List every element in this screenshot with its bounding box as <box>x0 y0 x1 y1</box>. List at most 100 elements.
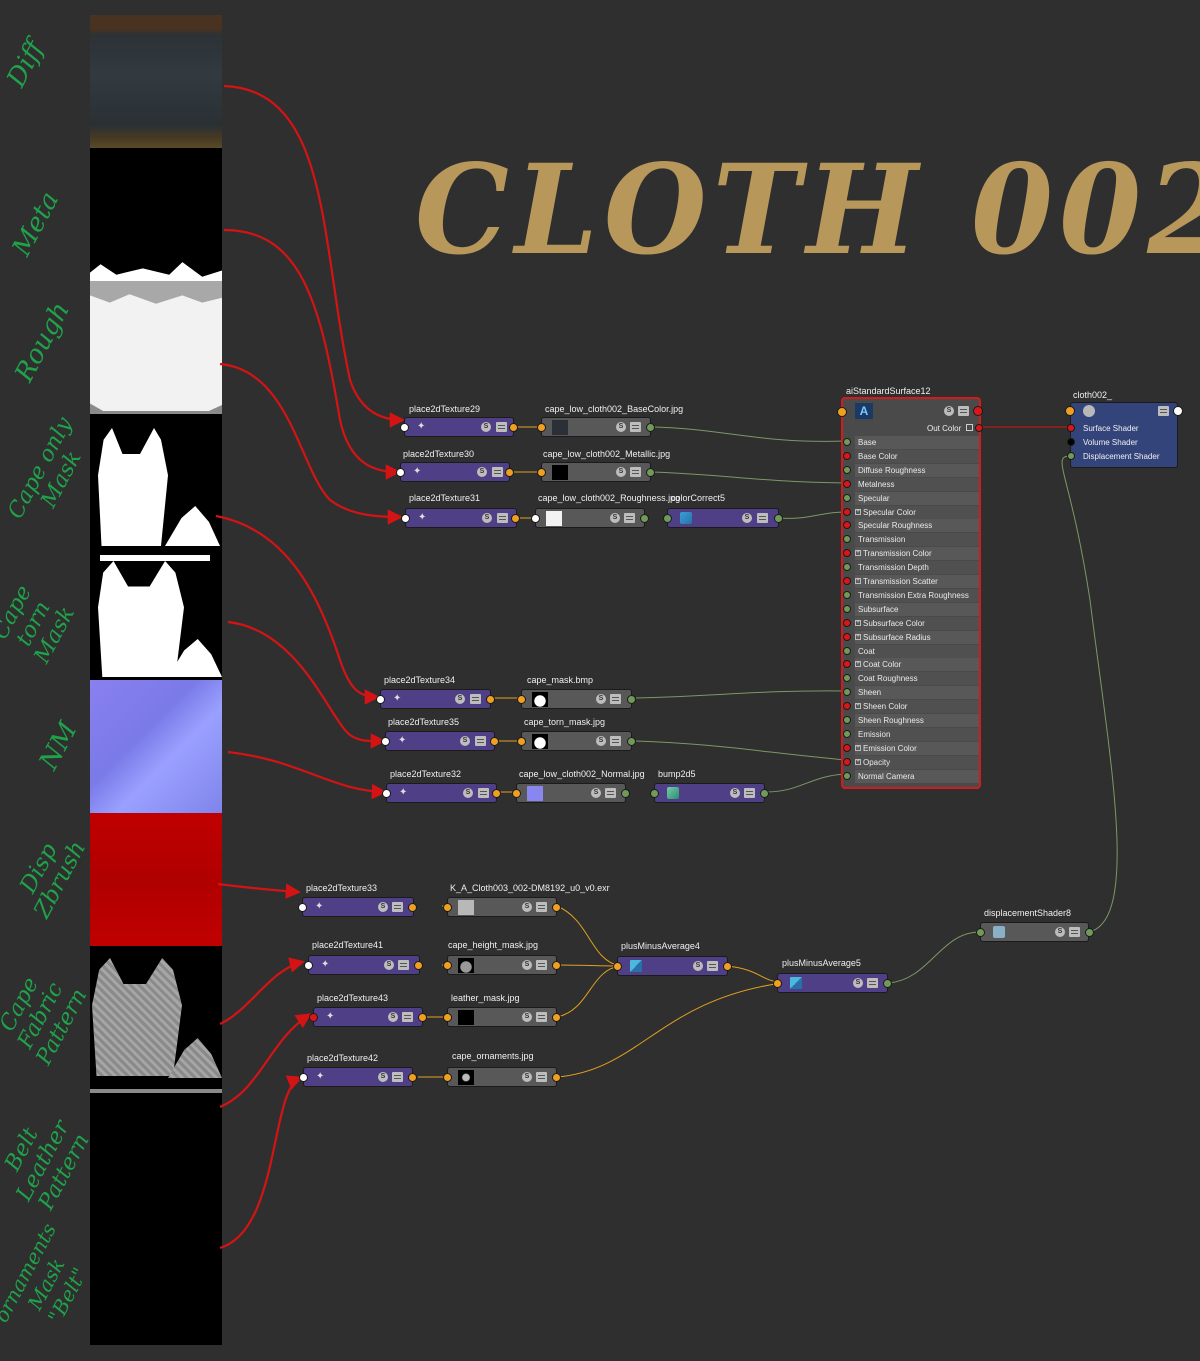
out-color-expand[interactable] <box>966 424 973 431</box>
attr-input-port[interactable] <box>843 535 851 544</box>
input-port[interactable] <box>396 468 405 477</box>
input-port[interactable] <box>773 979 782 988</box>
place2dtexture30-node[interactable]: ✦ S <box>396 462 514 482</box>
shader-attr-subsurface[interactable]: Subsurface <box>843 602 979 616</box>
swatch-button[interactable]: S <box>460 736 470 746</box>
place2dtexture34-node[interactable]: ✦ S <box>376 689 495 709</box>
attr-input-port[interactable] <box>843 521 851 530</box>
layout-button[interactable] <box>492 467 503 477</box>
shader-attr-transmission-scatter[interactable]: +Transmission Scatter <box>843 575 979 588</box>
shader-attr-transmission-depth[interactable]: Transmission Depth <box>843 561 979 575</box>
attr-input-port[interactable] <box>843 716 851 724</box>
cape-mask-file-node[interactable]: S <box>517 689 636 709</box>
shader-attr-metalness[interactable]: Metalness <box>843 477 979 491</box>
normal-file-node[interactable]: S <box>512 783 630 803</box>
input-port[interactable] <box>381 737 390 746</box>
output-port[interactable] <box>505 468 514 477</box>
input-port[interactable] <box>537 468 546 477</box>
attr-input-port[interactable] <box>843 577 851 585</box>
layout-button[interactable] <box>867 978 878 988</box>
swatch-button[interactable]: S <box>522 960 532 970</box>
attr-input-port[interactable] <box>843 757 851 766</box>
layout-button[interactable] <box>1158 406 1169 416</box>
output-port[interactable] <box>511 514 520 523</box>
attr-input-port[interactable] <box>843 451 851 460</box>
expand-plus-icon[interactable]: + <box>855 619 861 626</box>
plusminusaverage5-node[interactable]: S <box>773 973 892 993</box>
attr-input-port[interactable] <box>843 771 851 780</box>
shader-attr-sheen[interactable]: Sheen <box>843 686 979 700</box>
shader-attr-coat-roughness[interactable]: Coat Roughness <box>843 672 979 686</box>
swatch-button[interactable]: S <box>463 788 473 798</box>
output-port[interactable] <box>552 1013 561 1022</box>
attr-input-port[interactable] <box>843 549 851 558</box>
out-color-port[interactable] <box>975 424 983 432</box>
swatch-button[interactable]: S <box>853 978 863 988</box>
shader-attr-transmission-color[interactable]: +Transmission Color <box>843 547 979 561</box>
attr-input-port[interactable] <box>843 743 851 752</box>
attr-input-port[interactable] <box>843 479 851 488</box>
place2dtexture42-node[interactable]: ✦ S <box>299 1067 417 1087</box>
input-port[interactable] <box>837 407 847 417</box>
output-port[interactable] <box>627 695 636 704</box>
input-port[interactable] <box>299 1073 308 1082</box>
shader-attr-coat[interactable]: Coat <box>843 644 979 658</box>
attr-input-port[interactable] <box>843 604 851 613</box>
displacement-shader-port[interactable] <box>1067 452 1075 460</box>
layout-button[interactable] <box>536 1072 547 1082</box>
shader-attr-subsurface-color[interactable]: +Subsurface Color <box>843 616 979 630</box>
shader-attr-specular[interactable]: Specular <box>843 491 979 505</box>
output-port[interactable] <box>552 1073 561 1082</box>
layout-button[interactable] <box>610 694 621 704</box>
swatch-button[interactable]: S <box>455 694 465 704</box>
shader-attr-transmission[interactable]: Transmission <box>843 533 979 547</box>
place2dtexture43-node[interactable]: ✦ S <box>309 1007 427 1027</box>
expand-plus-icon[interactable]: + <box>855 550 861 557</box>
input-port[interactable] <box>400 423 409 432</box>
swatch-button[interactable]: S <box>482 513 492 523</box>
input-port[interactable] <box>443 961 452 970</box>
layout-button[interactable] <box>958 406 969 416</box>
layout-button[interactable] <box>470 694 481 704</box>
output-port[interactable] <box>509 423 518 432</box>
swatch-button[interactable]: S <box>522 902 532 912</box>
swatch-button[interactable]: S <box>522 1012 532 1022</box>
height-mask-file-node[interactable]: S <box>443 955 561 975</box>
output-port[interactable] <box>552 961 561 970</box>
attr-input-port[interactable] <box>843 729 851 738</box>
shader-attr-emission-color[interactable]: +Emission Color <box>843 741 979 755</box>
output-port[interactable] <box>492 789 501 798</box>
output-port[interactable] <box>627 737 636 746</box>
cape-torn-file-node[interactable]: S <box>517 731 636 751</box>
attr-input-port[interactable] <box>843 507 851 516</box>
output-port[interactable] <box>621 789 630 798</box>
input-port[interactable] <box>401 514 410 523</box>
shading-group-node[interactable]: Surface Shader Volume Shader Displacemen… <box>1065 402 1183 468</box>
output-port[interactable] <box>760 789 769 798</box>
displacement-file-node[interactable]: S <box>443 897 561 917</box>
layout-button[interactable] <box>536 902 547 912</box>
expand-plus-icon[interactable]: + <box>855 744 861 751</box>
attr-input-port[interactable] <box>843 563 851 572</box>
layout-button[interactable] <box>496 422 507 432</box>
shader-attr-coat-color[interactable]: +Coat Color <box>843 658 979 672</box>
layout-button[interactable] <box>475 736 486 746</box>
input-port[interactable] <box>443 903 452 912</box>
place2dtexture29-node[interactable]: ✦ S <box>400 417 518 437</box>
attr-input-port[interactable] <box>843 646 851 655</box>
input-port[interactable] <box>613 962 622 971</box>
input-port[interactable] <box>443 1073 452 1082</box>
input-port[interactable] <box>443 1013 452 1022</box>
shader-attr-emission[interactable]: Emission <box>843 727 979 741</box>
layout-button[interactable] <box>392 1072 403 1082</box>
place2dtexture32-node[interactable]: ✦ S <box>382 783 501 803</box>
layout-button[interactable] <box>757 513 768 523</box>
leather-mask-file-node[interactable]: S <box>443 1007 561 1027</box>
output-port[interactable] <box>408 903 417 912</box>
attr-input-port[interactable] <box>843 632 851 641</box>
swatch-button[interactable]: S <box>730 788 740 798</box>
attr-input-port[interactable] <box>843 493 851 502</box>
layout-button[interactable] <box>478 788 489 798</box>
shader-attr-opacity[interactable]: +Opacity <box>843 755 979 769</box>
